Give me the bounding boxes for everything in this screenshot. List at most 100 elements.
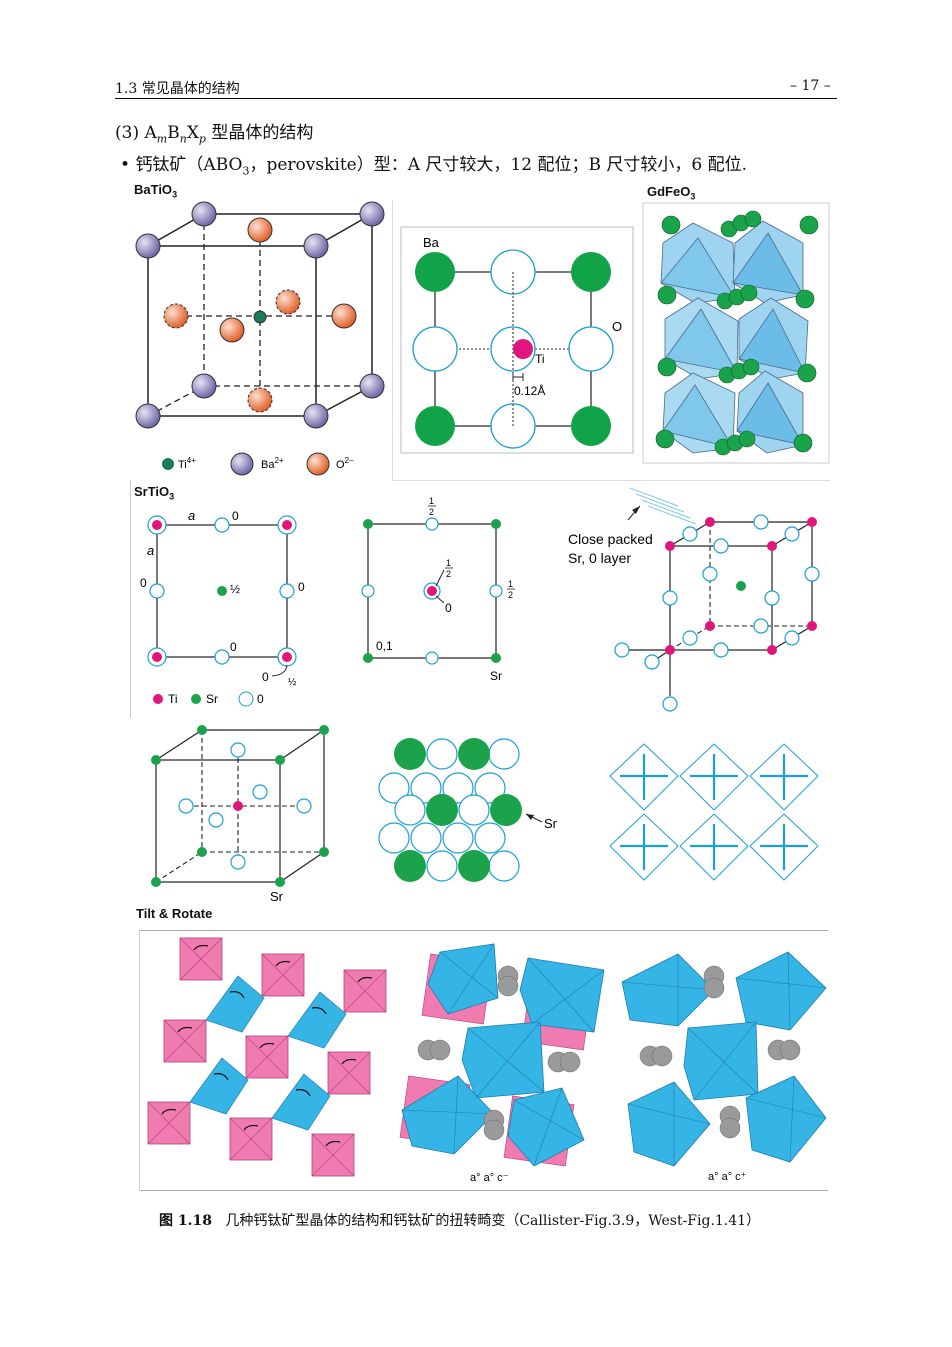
tilted-octahedron — [271, 1073, 331, 1131]
frame-line — [392, 480, 830, 481]
srtio3-projection-b: 1 2 1 2 0 1 2 0,1 Sr — [361, 496, 515, 683]
o-atom — [488, 738, 520, 770]
tilted-octahedron — [627, 1081, 711, 1167]
ti-atom — [282, 652, 292, 662]
o-atom — [458, 794, 490, 826]
o-atom — [230, 854, 246, 870]
a-cation — [651, 1045, 673, 1067]
octahedra-network-figure — [609, 743, 819, 881]
svg-text:0,1: 0,1 — [376, 639, 393, 653]
svg-text:Sr: Sr — [270, 889, 284, 904]
o-atom — [644, 654, 660, 670]
svg-text:1: 1 — [446, 558, 451, 568]
gd-atom — [795, 289, 815, 309]
sr-atom — [394, 738, 426, 770]
o-atom — [378, 822, 410, 854]
o-atom — [361, 584, 375, 598]
o-atom — [784, 630, 800, 646]
o-atom — [442, 822, 474, 854]
o-atom — [614, 642, 630, 658]
svg-text:½: ½ — [288, 677, 297, 688]
batio3-cell-figure: Ti4+ Ba2+ O2– — [135, 201, 385, 476]
ti-atom — [807, 517, 817, 527]
batio3-plan-figure: Ba O Ti 0.12Å — [400, 226, 634, 454]
frame-line — [392, 200, 393, 480]
sr-atom — [394, 850, 426, 882]
gd-atom — [799, 215, 819, 235]
ti-atom — [665, 645, 675, 655]
ti-atom — [233, 801, 243, 811]
ti-atom — [705, 621, 715, 631]
o-atom — [426, 738, 458, 770]
running-header-section: 1.3 常见晶体的结构 — [115, 81, 240, 97]
svg-text:Sr, 0 layer: Sr, 0 layer — [568, 550, 631, 566]
o-atom — [214, 649, 230, 665]
o-atom — [784, 526, 800, 542]
svg-text:Close packed: Close packed — [568, 531, 653, 547]
gd-atom — [655, 429, 675, 449]
o-atom — [764, 590, 780, 606]
o-atom — [247, 217, 273, 243]
a-cation — [703, 977, 725, 999]
ti-atom — [767, 645, 777, 655]
o-atom — [682, 630, 698, 646]
o-atom — [662, 696, 678, 712]
gd-atom — [793, 433, 813, 453]
legend-ti-dot — [162, 458, 174, 470]
sr-atom — [736, 581, 746, 591]
o-atom — [474, 772, 506, 804]
svg-text:Sr: Sr — [490, 669, 502, 683]
octahedron — [660, 237, 736, 299]
svg-text:2: 2 — [429, 507, 434, 517]
gdfeo3-label: GdFeO3 — [647, 184, 696, 202]
ba-atom — [191, 201, 217, 227]
svg-text:Ba: Ba — [423, 235, 440, 250]
o-atom — [214, 517, 230, 533]
octahedron — [664, 308, 738, 374]
tilted-octahedron — [519, 957, 605, 1033]
sr-atom — [491, 653, 501, 663]
sr-atom — [363, 653, 373, 663]
o-atom — [219, 317, 245, 343]
sr-atom — [151, 755, 161, 765]
svg-text:a° a° c⁺: a° a° c⁺ — [708, 1171, 747, 1183]
o-atom — [178, 798, 194, 814]
o-atom — [149, 583, 165, 599]
o-atom — [410, 822, 442, 854]
o-atom — [702, 566, 718, 582]
gd-atom — [661, 215, 681, 235]
svg-text:0: 0 — [230, 640, 237, 654]
svg-text:1: 1 — [429, 496, 434, 506]
srtio3-label: SrTiO3 — [134, 484, 175, 502]
legend-ba-dot — [230, 452, 254, 476]
ba-site — [415, 252, 455, 292]
ti-atom — [767, 541, 777, 551]
o-atom — [394, 794, 426, 826]
svg-text:Ti: Ti — [168, 692, 178, 706]
o-atom — [275, 289, 301, 315]
sr-atom — [275, 755, 285, 765]
o-atom — [753, 618, 769, 634]
a-cation — [429, 1039, 451, 1061]
sr-atom — [151, 877, 161, 887]
o-atom — [426, 850, 458, 882]
a-cation — [719, 1117, 741, 1139]
o-atom — [442, 772, 474, 804]
tilted-octahedron — [427, 943, 499, 1015]
tilted-octahedron — [461, 1021, 545, 1099]
ba-atom — [191, 373, 217, 399]
gd-atom — [738, 430, 756, 448]
ba-atom — [303, 233, 329, 259]
legend-sr-dot — [191, 694, 201, 704]
gd-atom — [742, 358, 760, 376]
a-cation — [497, 975, 519, 997]
tilted-octahedron — [287, 991, 347, 1049]
sr-atom — [426, 794, 458, 826]
gd-atom — [744, 210, 762, 228]
ti-atom — [152, 652, 162, 662]
sr-atom — [491, 519, 501, 529]
octahedron — [738, 308, 806, 374]
svg-text:Ti4+: Ti4+ — [178, 456, 196, 471]
tilted-octahedron — [401, 1075, 495, 1155]
svg-text:0: 0 — [445, 601, 452, 615]
